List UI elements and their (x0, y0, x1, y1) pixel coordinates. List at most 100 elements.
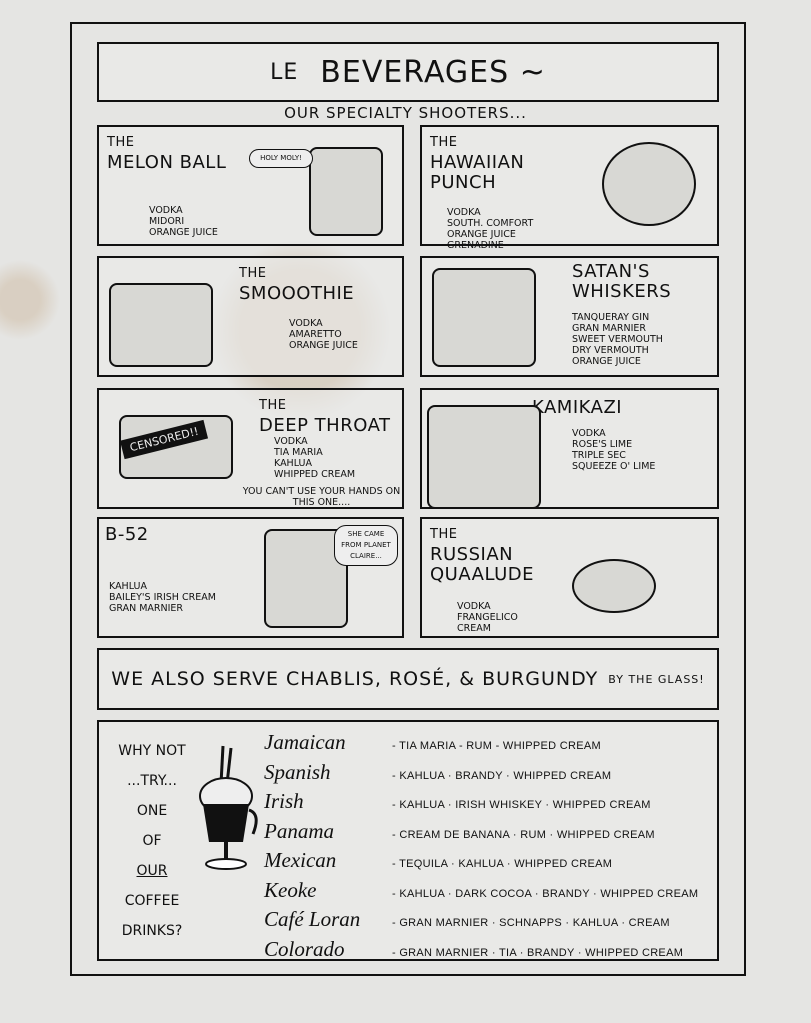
coffee-drink-recipe: - GRAN MARNIER · TIA · BRANDY · WHIPPED … (392, 946, 684, 959)
prompt-line: COFFEE (124, 893, 180, 909)
ingredient: TANQUERAY GIN (572, 312, 650, 323)
coffee-drink-recipe: - CREAM DE BANANA · RUM · WHIPPED CREAM (392, 828, 655, 841)
ingredient: VODKA (457, 601, 491, 612)
shooter-name: THE MELON BALL (107, 133, 226, 173)
ingredient: KAHLUA (274, 458, 312, 469)
coffee-drink-recipe: - TEQUILA · KAHLUA · WHIPPED CREAM (392, 858, 613, 870)
ingredient: CREAM (457, 623, 491, 634)
section-subtitle: OUR SPECIALTY SHOOTERS... (284, 104, 527, 122)
cartoon-illustration (572, 559, 656, 613)
ingredient: ORANGE JUICE (289, 340, 358, 351)
shooter-name: KAMIKAZI (532, 398, 622, 418)
coffee-drink-row: Jamaican - TIA MARIA - RUM - WHIPPED CREA… (264, 730, 714, 755)
shooter-name: B-52 (105, 525, 149, 545)
coffee-drink-name: Irish (264, 789, 304, 813)
menu-title-banner: LE BEVERAGES ~ (97, 42, 719, 102)
prompt-line: OF (142, 833, 162, 849)
coffee-drink-recipe: - GRAN MARNIER · SCHNAPPS · KAHLUA · CRE… (392, 917, 670, 929)
shooter-title: MELON BALL (107, 152, 227, 173)
shooter-article: THE (430, 135, 458, 150)
ingredient: FRANGELICO (457, 612, 518, 623)
ingredient: ORANGE JUICE (149, 227, 218, 238)
cartoon-illustration (427, 405, 541, 509)
cartoon-illustration (602, 142, 696, 226)
ingredient: DRY VERMOUTH (572, 345, 649, 356)
coffee-glass-icon (199, 745, 258, 870)
coffee-drink-row: Spanish - KAHLUA · BRANDY · WHIPPED CREAM (264, 760, 714, 785)
coffee-drink-name: Café Loran (264, 907, 361, 931)
prompt-line: WHY NOT (118, 743, 186, 759)
shooter-article: THE (430, 527, 458, 542)
title-prefix: LE (270, 59, 299, 85)
ingredient: GRAN MARNIER (109, 603, 184, 614)
shooter-article: THE (239, 266, 267, 281)
shooter-name: SATAN'S WHISKERS (572, 262, 717, 302)
coffee-drink-row: Irish - KAHLUA · IRISH WHISKEY · WHIPPED … (264, 789, 714, 814)
cartoon-illustration (109, 283, 213, 367)
ingredient: TRIPLE SEC (572, 450, 626, 461)
ingredient: VODKA (149, 205, 183, 216)
coffee-drink-recipe: - TIA MARIA - RUM - WHIPPED CREAM (392, 740, 601, 752)
ingredient: TIA MARIA (274, 447, 323, 458)
coffee-drink-recipe: - KAHLUA · IRISH WHISKEY · WHIPPED CREAM (392, 799, 651, 811)
ingredient: ROSE'S LIME (572, 439, 633, 450)
speech-bubble: HOLY MOLY! (249, 149, 313, 168)
coffee-drink-name: Mexican (264, 848, 337, 872)
speech-bubble: SHE CAME FROM PLANET CLAIRE... (334, 525, 398, 566)
panel-note: YOU CAN'T USE YOUR HANDS ON THIS ONE.... (242, 486, 401, 508)
coffee-drink-name: Panama (264, 818, 334, 843)
ingredient: BAILEY'S IRISH CREAM (109, 592, 216, 603)
coffee-drink-recipe: - KAHLUA · DARK COCOA · BRANDY · WHIPPED… (392, 887, 699, 900)
ingredient: GRENADINE (447, 240, 504, 251)
coffee-drink-row: Mexican - TEQUILA · KAHLUA · WHIPPED CREA… (264, 848, 714, 873)
ingredient: VODKA (274, 436, 308, 447)
ingredient: SQUEEZE O' LIME (572, 461, 656, 472)
ingredient: VODKA (289, 318, 323, 329)
ingredient: SOUTH. COMFORT (447, 218, 534, 229)
cartoon-illustration (309, 147, 383, 236)
shooter-name: THE SMOOOTHIE (239, 264, 354, 304)
prompt-line: DRINKS? (121, 923, 183, 939)
ingredient: ORANGE JUICE (572, 356, 641, 367)
shooter-title: SMOOOTHIE (239, 283, 355, 304)
prompt-line: ...TRY... (127, 773, 177, 789)
coffee-drink-name: Colorado (264, 936, 345, 961)
ingredient: ORANGE JUICE (447, 229, 516, 240)
coffee-drinks-section: WHY NOT ...TRY... ONE OF OUR COFFEE DRIN… (97, 720, 719, 961)
ingredient: WHIPPED CREAM (274, 469, 356, 480)
ingredient: AMARETTO (289, 329, 342, 340)
shooter-title: KAMIKAZI (532, 397, 623, 418)
cartoon-illustration (432, 268, 536, 367)
prompt-line: OUR (136, 863, 168, 879)
shooter-article: THE (107, 135, 135, 150)
coffee-drink-row: Café Loran - GRAN MARNIER · SCHNAPPS · KA… (264, 907, 714, 932)
page-title: BEVERAGES ~ (320, 54, 546, 90)
shooter-title: SATAN'S WHISKERS (572, 261, 672, 302)
wine-suffix: BY THE GLASS! (608, 672, 705, 686)
ingredient: VODKA (447, 207, 481, 218)
coffee-drink-name: Spanish (264, 759, 331, 784)
coffee-drink-recipe: - KAHLUA · BRANDY · WHIPPED CREAM (392, 769, 612, 782)
shooter-title: RUSSIAN QUAALUDE (430, 544, 535, 585)
coffee-drink-name: Jamaican (264, 730, 346, 754)
ingredient: MIDORI (149, 216, 185, 227)
shooter-title: B-52 (105, 524, 149, 545)
coffee-prompt: WHY NOT ...TRY... ONE OF OUR COFFEE DRIN… (109, 736, 195, 946)
coffee-drink-row: Colorado - GRAN MARNIER · TIA · BRANDY · … (264, 937, 714, 962)
prompt-line: ONE (136, 803, 168, 819)
ingredient: SWEET VERMOUTH (572, 334, 663, 345)
